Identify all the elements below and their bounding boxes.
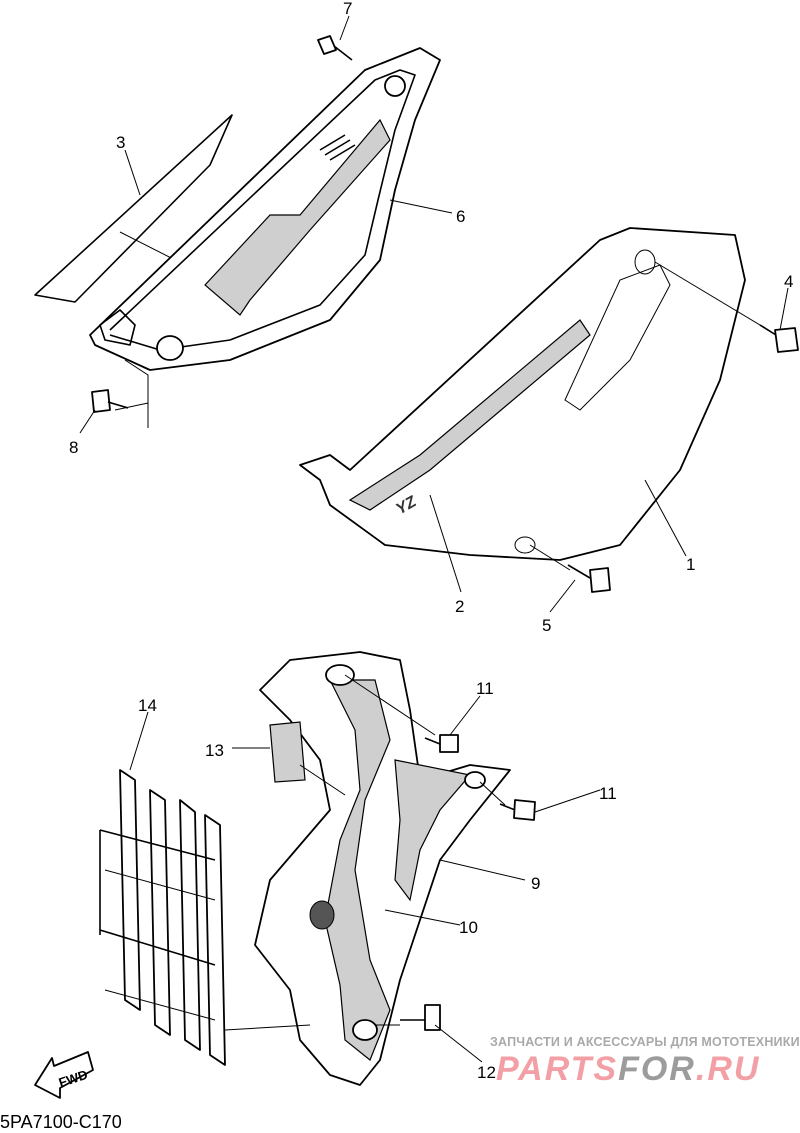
callout-5: 5 [542, 616, 551, 635]
pad-part-13 [269, 721, 306, 783]
leader-lines [79, 15, 789, 1063]
fwd-arrow-icon: FWD [34, 1051, 94, 1099]
callout-1: 1 [686, 555, 695, 574]
callout-7: 7 [343, 0, 352, 18]
watermark-logo[interactable]: PARTSFOR.RU [496, 1050, 760, 1089]
callout-2: 2 [455, 597, 464, 616]
bolt-8-icon [91, 389, 129, 413]
radiator-cover-part-9 [254, 651, 511, 1086]
bolt-12-icon [400, 1004, 441, 1031]
callout-numbers: 7 3 6 4 8 1 2 5 14 11 13 11 9 10 12 [69, 0, 793, 1082]
watermark-brand-3: .RU [695, 1050, 761, 1088]
callout-6: 6 [456, 207, 465, 226]
watermark-tagline: ЗАПЧАСТИ И АКСЕССУАРЫ ДЛЯ МОТОТЕХНИКИ [490, 1035, 800, 1049]
callout-11b: 11 [599, 784, 617, 803]
callout-4: 4 [784, 272, 793, 291]
watermark-brand-2: FOR [618, 1050, 696, 1088]
side-cover-left-part-6 [89, 47, 441, 371]
callout-10: 10 [459, 918, 478, 937]
bolt-11b-icon [499, 799, 536, 821]
callout-12: 12 [477, 1063, 496, 1082]
callout-14: 14 [138, 696, 157, 715]
bolts [91, 35, 799, 1031]
bolt-4-icon [759, 324, 799, 353]
radiator-guard-part-14 [99, 769, 226, 1066]
bolt-7-icon [317, 35, 353, 61]
bolt-11a-icon [424, 734, 459, 753]
callout-3: 3 [116, 133, 125, 152]
callout-13: 13 [205, 741, 224, 760]
bolt-5-icon [567, 564, 611, 593]
callout-11a: 11 [476, 679, 494, 698]
part-code: 5PA7100-C170 [0, 1112, 122, 1132]
callout-9: 9 [531, 874, 540, 893]
watermark-brand-1: PARTS [496, 1050, 619, 1088]
callout-8: 8 [69, 438, 78, 457]
side-cover-right-part-1: YZ [299, 227, 746, 561]
